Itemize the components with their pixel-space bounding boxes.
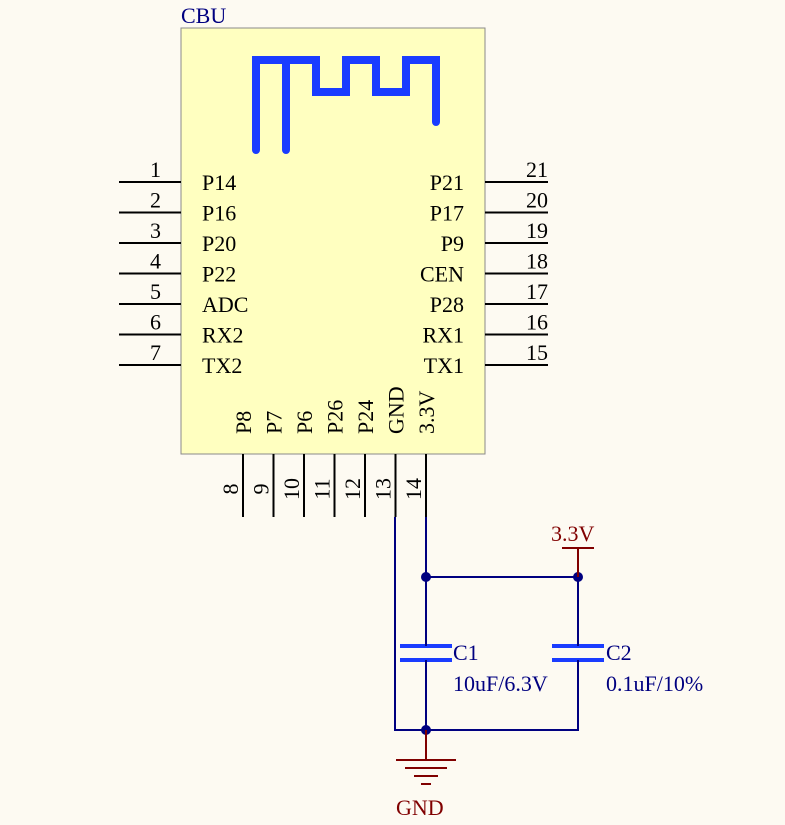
pin-18-name: CEN xyxy=(420,262,464,287)
pin-9-name: P7 xyxy=(262,411,287,434)
c1-value: 10uF/6.3V xyxy=(453,671,548,696)
gnd-power-port: GND xyxy=(396,730,456,820)
pin-5-name: ADC xyxy=(202,292,248,317)
pin-10-name: P6 xyxy=(292,411,317,434)
pin-19-name: P9 xyxy=(441,231,464,256)
pin-6-name: RX2 xyxy=(202,323,244,348)
pin-16-number: 16 xyxy=(526,310,548,335)
pin-15-number: 15 xyxy=(526,340,548,365)
pin-13-name: GND xyxy=(384,386,409,434)
c1-ref: C1 xyxy=(453,640,479,665)
c2-ref: C2 xyxy=(606,640,632,665)
pin-3-name: P20 xyxy=(202,231,236,256)
pin-2-number: 2 xyxy=(150,188,161,213)
pin-1-name: P14 xyxy=(202,170,236,195)
pin-8-name: P8 xyxy=(231,411,256,434)
c2-value: 0.1uF/10% xyxy=(606,671,703,696)
pin-13-number: 13 xyxy=(371,478,396,500)
wiring xyxy=(394,517,583,755)
capacitor-c1: C1 10uF/6.3V xyxy=(400,640,548,696)
pin-11-number: 11 xyxy=(310,478,335,499)
pin-20-number: 20 xyxy=(526,188,548,213)
pin-7-number: 7 xyxy=(150,340,161,365)
pcb-antenna-icon xyxy=(252,56,440,154)
pin-14-name: 3.3V xyxy=(414,391,439,435)
gnd-wire xyxy=(394,517,579,731)
pin-4-name: P22 xyxy=(202,262,236,287)
pin-8-number: 8 xyxy=(218,484,243,495)
pin-16-name: RX1 xyxy=(422,323,464,348)
pin-12-name: P24 xyxy=(353,400,378,434)
pin-9-number: 9 xyxy=(249,484,274,495)
pin-6-number: 6 xyxy=(150,310,161,335)
pin-19-number: 19 xyxy=(526,218,548,243)
pin-12-number: 12 xyxy=(340,478,365,500)
pin-3-number: 3 xyxy=(150,218,161,243)
pin-17-name: P28 xyxy=(430,292,464,317)
pin-10-number: 10 xyxy=(279,478,304,500)
pin-21-number: 21 xyxy=(526,157,548,182)
bottom-pin-group: P8 8 P7 9 P6 10 P26 11 P24 12 GND 13 3.3V 14 xyxy=(218,386,439,517)
pin-11-name: P26 xyxy=(323,400,348,434)
pin-14-number: 14 xyxy=(401,478,426,500)
pin-18-number: 18 xyxy=(526,249,548,274)
junction-dot xyxy=(421,572,431,582)
pin-20-name: P17 xyxy=(430,201,464,226)
pin-2-name: P16 xyxy=(202,201,236,226)
pin-17-number: 17 xyxy=(526,279,548,304)
vcc-power-port: 3.3V xyxy=(551,521,595,577)
pin-15-name: TX1 xyxy=(424,353,464,378)
capacitor-c2: C2 0.1uF/10% xyxy=(552,640,703,696)
gnd-label: GND xyxy=(396,795,444,820)
pin-21-name: P21 xyxy=(430,170,464,195)
component-designator: CBU xyxy=(181,3,226,28)
pin-4-number: 4 xyxy=(150,249,161,274)
pin-5-number: 5 xyxy=(150,279,161,304)
pin-7-name: TX2 xyxy=(202,353,242,378)
pin-1-number: 1 xyxy=(150,157,161,182)
vcc-label: 3.3V xyxy=(551,521,595,546)
